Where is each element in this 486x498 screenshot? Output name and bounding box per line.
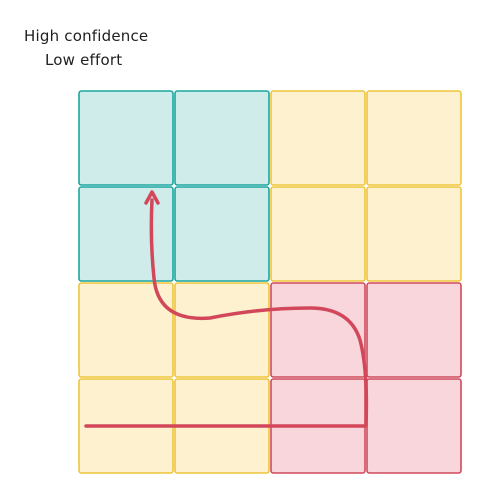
grid-cell-teal: [78, 90, 174, 186]
grid-cell-pink: [270, 282, 366, 378]
grid-cell-pink: [366, 282, 462, 378]
grid-cell-yellow: [78, 282, 174, 378]
grid-cell-yellow: [270, 186, 366, 282]
grid-cell-yellow: [270, 90, 366, 186]
grid-cell-pink: [366, 378, 462, 474]
grid-cell-teal: [174, 90, 270, 186]
label-low-effort: Low effort: [45, 51, 123, 69]
grid-cells: [78, 90, 462, 474]
progress-arrow-path: [84, 198, 369, 428]
grid-cell-teal: [78, 186, 174, 282]
grid-cell-yellow: [366, 90, 462, 186]
arrow-head-icon: [144, 190, 160, 205]
grid-cell-teal: [174, 186, 270, 282]
grid-cell-yellow: [366, 186, 462, 282]
label-high-confidence: High confidence: [24, 27, 149, 45]
grid-cell-yellow: [174, 282, 270, 378]
